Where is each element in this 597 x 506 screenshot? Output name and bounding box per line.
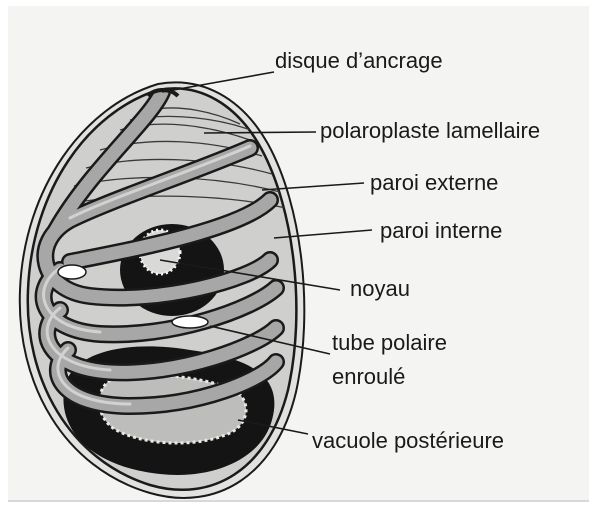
label-anchor-disc: disque d’ancrage: [275, 48, 443, 74]
label-outer-wall: paroi externe: [370, 170, 498, 196]
label-nucleus: noyau: [350, 276, 410, 302]
leader-polaroplast: [204, 132, 316, 133]
label-polar-tube-line1: tube polaire: [332, 330, 447, 356]
label-posterior-vacuole: vacuole postérieure: [312, 428, 504, 454]
label-lamellar-polaroplast: polaroplaste lamellaire: [320, 118, 540, 144]
label-polar-tube-line2: enroulé: [332, 364, 405, 390]
label-inner-wall: paroi interne: [380, 218, 502, 244]
